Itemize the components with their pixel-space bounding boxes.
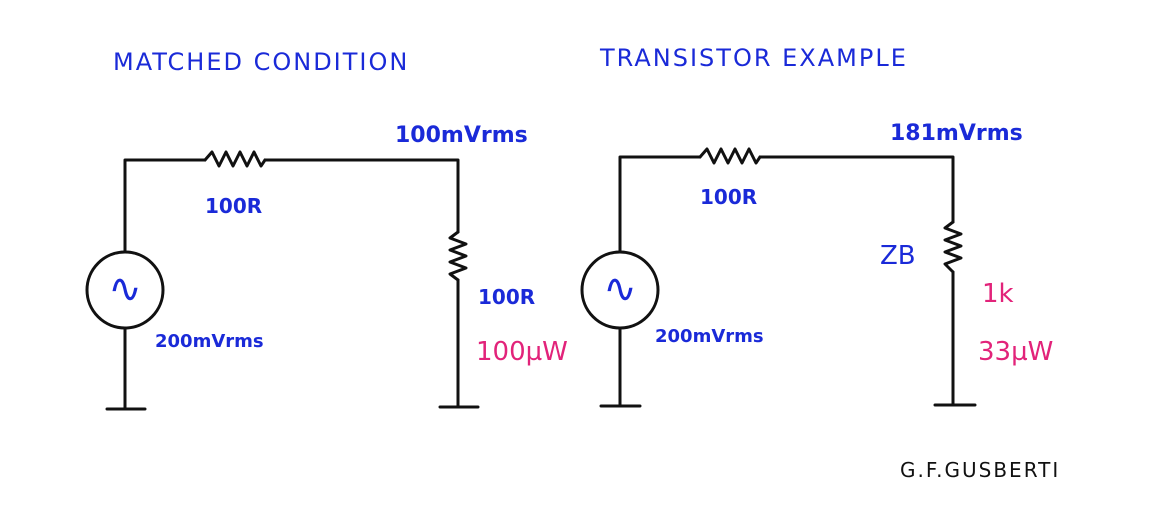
left-source-voltage: 200mVrms [155,331,264,352]
left-title: MATCHED CONDITION [113,48,409,76]
right-source-resistor [698,147,762,165]
right-load-voltage: 181mVrms [890,121,1023,146]
right-load-name: ZB [880,241,916,271]
left-load-voltage: 100mVrms [395,123,528,148]
left-source-resistor [203,150,267,168]
left-ac-source-icon [85,250,165,330]
author-signature: G.F.GUSBERTI [900,458,1060,482]
right-title: TRANSISTOR EXAMPLE [599,44,908,72]
left-bottom-wires [105,278,480,411]
ac-symbol: ∿ [108,266,142,312]
left-load-resistor [448,230,468,282]
right-ac-source-icon [580,250,660,330]
right-load-power: 33µW [978,337,1053,367]
left-top-wire [123,158,460,254]
left-source-resistor-label: 100R [205,194,262,218]
right-bottom-wires [599,270,977,408]
left-load-resistor-label: 100R [478,285,535,309]
right-top-wire [618,155,955,254]
left-load-power: 100µW [476,337,568,367]
right-load-resistor [943,220,963,274]
transistor-example-circuit: TRANSISTOR EXAMPLE ∿ 100R 181mVrms 200mV… [580,44,1053,408]
right-source-resistor-label: 100R [700,185,757,209]
right-load-resistor-label: 1k [982,279,1014,309]
right-source-voltage: 200mVrms [655,326,764,347]
ac-symbol: ∿ [603,266,637,312]
matched-condition-circuit: MATCHED CONDITION ∿ 100R 100mVrms 200mVr… [85,48,568,411]
